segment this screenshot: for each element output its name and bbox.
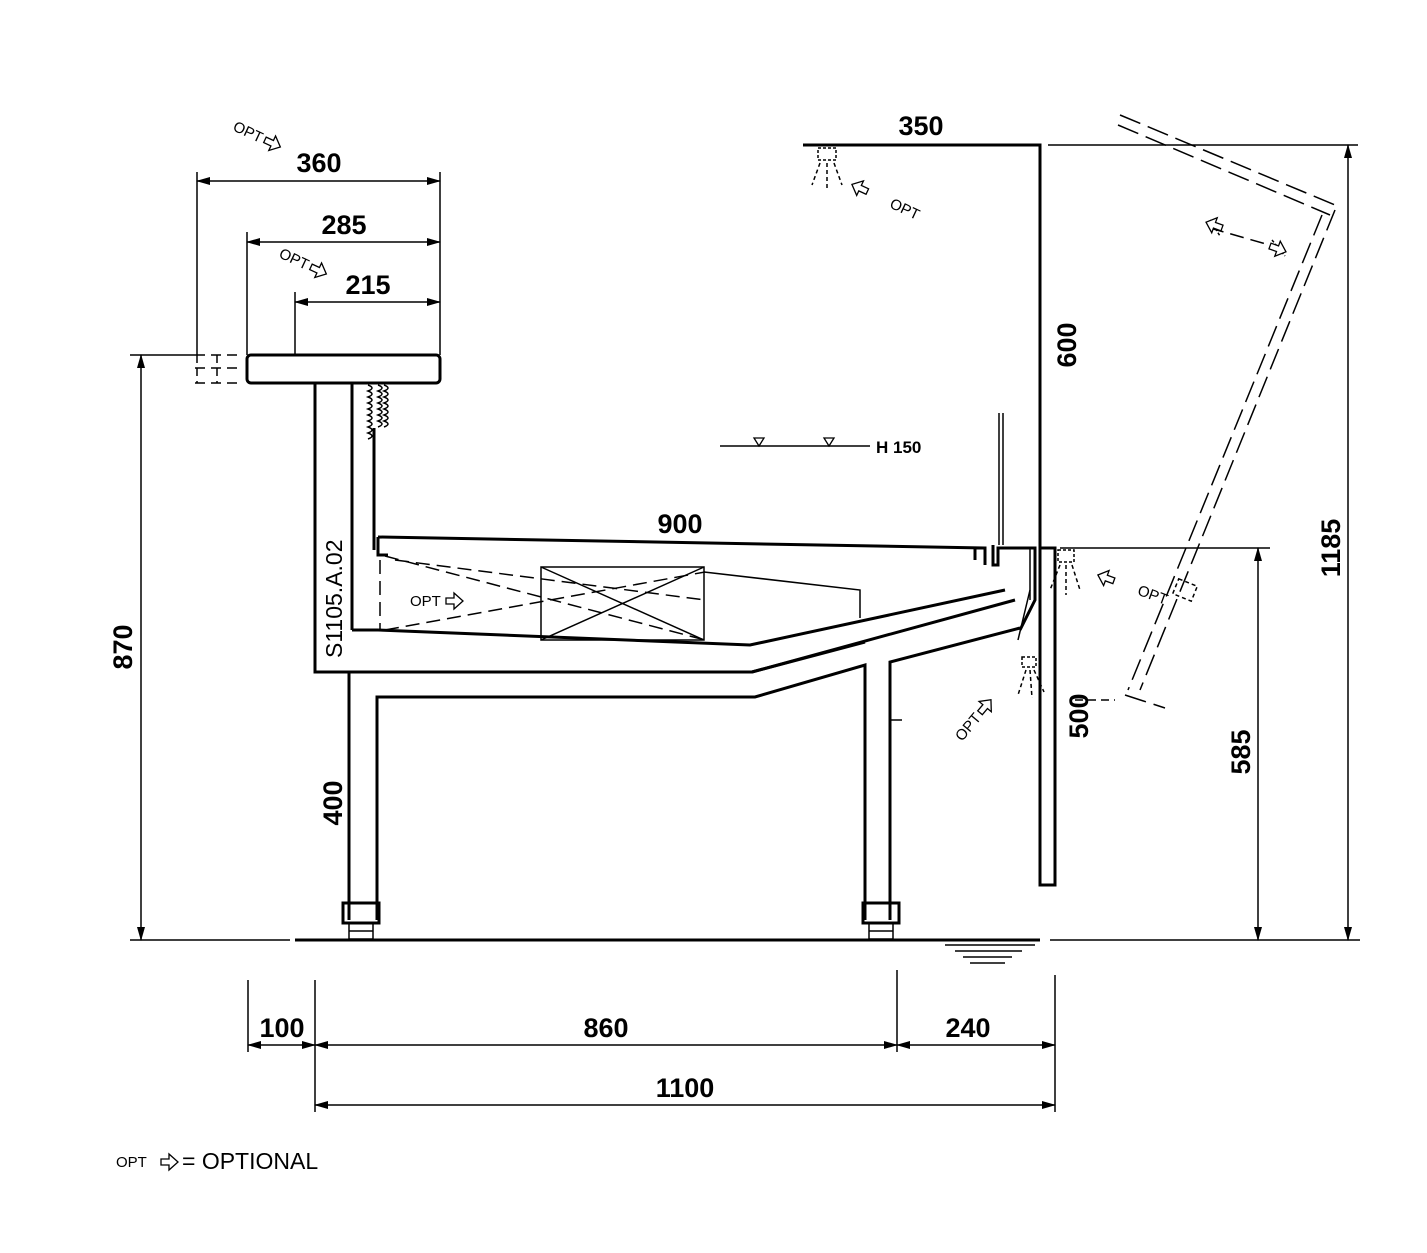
- opt-label-lower-light: OPT: [952, 693, 998, 745]
- hollow-arrow-icon: [445, 592, 464, 610]
- hollow-arrow-icon: [1094, 566, 1118, 589]
- svg-text:OPT: OPT: [952, 710, 985, 745]
- svg-text:1185: 1185: [1316, 519, 1346, 578]
- hollow-arrow-icon: [1202, 214, 1226, 237]
- model-code: S1105.A.02: [321, 539, 347, 658]
- dimension-360: 360: [196, 148, 441, 185]
- lamp-icon: [1017, 656, 1045, 699]
- dimension-500: 500: [1064, 693, 1094, 738]
- dimension-1185: 1185: [1316, 144, 1352, 941]
- dimension-900: 900: [657, 509, 702, 539]
- dimension-585: 585: [1226, 547, 1262, 941]
- hollow-arrow-icon: [1266, 237, 1290, 260]
- opt-label-back-light: OPT: [1094, 566, 1170, 609]
- legend-text: = OPTIONAL: [182, 1148, 318, 1174]
- legend-opt: OPT: [116, 1154, 147, 1171]
- svg-text:870: 870: [108, 624, 138, 669]
- dimension-860: 860: [314, 1013, 898, 1049]
- dimension-215: 215: [294, 270, 441, 306]
- opt-label-shelf: OPT: [276, 245, 331, 282]
- hollow-arrow-icon: [260, 131, 285, 155]
- lamp-icon: [1049, 549, 1081, 595]
- water-level-label: H 150: [876, 438, 921, 457]
- counter-top-shelf: [195, 353, 442, 385]
- dimension-100: 100: [247, 1013, 316, 1049]
- dimension-285: 285: [246, 210, 441, 246]
- svg-text:OPT: OPT: [410, 593, 441, 610]
- hollow-arrow-icon: [306, 258, 331, 282]
- hollow-arrow-icon: [847, 176, 872, 200]
- svg-text:360: 360: [296, 148, 341, 178]
- svg-text:215: 215: [345, 270, 390, 300]
- svg-text:285: 285: [321, 210, 366, 240]
- spring-coil: [365, 384, 389, 550]
- dimension-240: 240: [896, 1013, 1056, 1049]
- legend: OPT = OPTIONAL: [116, 1148, 318, 1174]
- dimension-870: 870: [108, 354, 145, 941]
- svg-text:585: 585: [1226, 729, 1256, 774]
- opt-label-top-left: OPT: [230, 118, 285, 155]
- dimension-600: 600: [1052, 322, 1082, 367]
- svg-text:860: 860: [583, 1013, 628, 1043]
- svg-text:OPT: OPT: [887, 195, 922, 223]
- svg-text:100: 100: [259, 1013, 304, 1043]
- triangle-marker-icon: [822, 437, 836, 448]
- display-basin: [376, 413, 1005, 641]
- opt-label-basin: OPT: [410, 592, 464, 610]
- opt-arrows-canopy: [1202, 214, 1290, 260]
- svg-text:240: 240: [945, 1013, 990, 1043]
- hollow-arrow-icon: [973, 693, 998, 719]
- dimension-400: 400: [318, 780, 348, 825]
- svg-text:OPT: OPT: [230, 118, 265, 146]
- svg-text:OPT: OPT: [276, 245, 311, 273]
- optional-canopy: [1075, 114, 1336, 709]
- dimension-1100: 1100: [314, 1073, 1056, 1109]
- svg-text:1100: 1100: [656, 1073, 715, 1103]
- opt-label-canopy: OPT: [847, 176, 922, 224]
- back-panel: [803, 143, 1057, 887]
- lamp-icon: [811, 147, 843, 190]
- hollow-arrow-icon: [160, 1153, 179, 1171]
- svg-text:OPT: OPT: [1135, 582, 1170, 609]
- ground-symbol-icon: [945, 944, 1035, 964]
- dimension-350: 350: [898, 111, 943, 141]
- water-level-marker: H 150: [720, 437, 921, 457]
- triangle-marker-icon: [752, 437, 766, 448]
- counter-frame: [313, 383, 1021, 940]
